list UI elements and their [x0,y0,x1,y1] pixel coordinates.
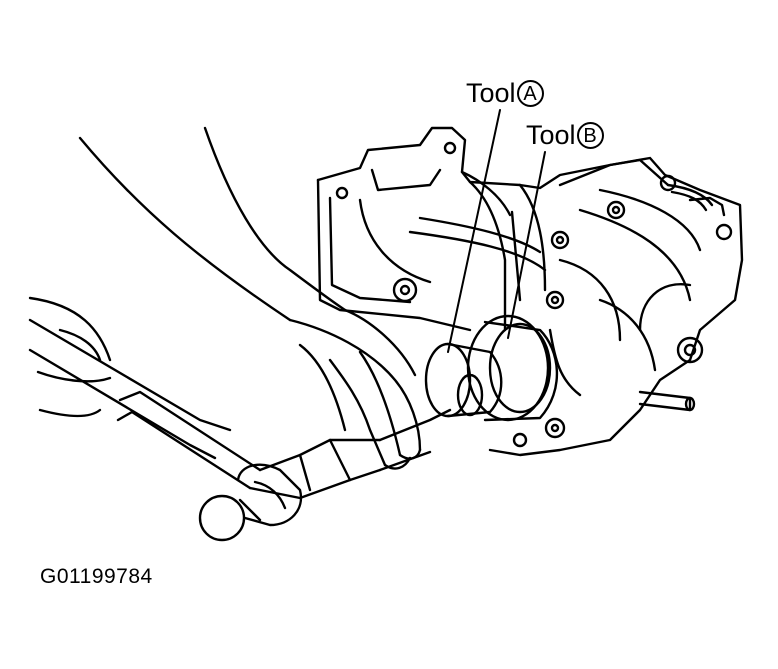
leader-lines [447,109,546,353]
transfer-case-housing [316,126,744,457]
leader-line-tool-b [507,151,546,339]
leader-line-tool-a [447,109,501,353]
tool-b-word: Tool [526,120,576,150]
hands [28,126,422,470]
tool-b-circled-letter: B [576,122,604,149]
figure-code: G01199784 [40,565,153,588]
tool-a-sleeve [424,342,503,418]
hammer [198,463,303,542]
tool-a-word: Tool [466,78,516,108]
tool-a-circled-letter: A [516,80,544,107]
